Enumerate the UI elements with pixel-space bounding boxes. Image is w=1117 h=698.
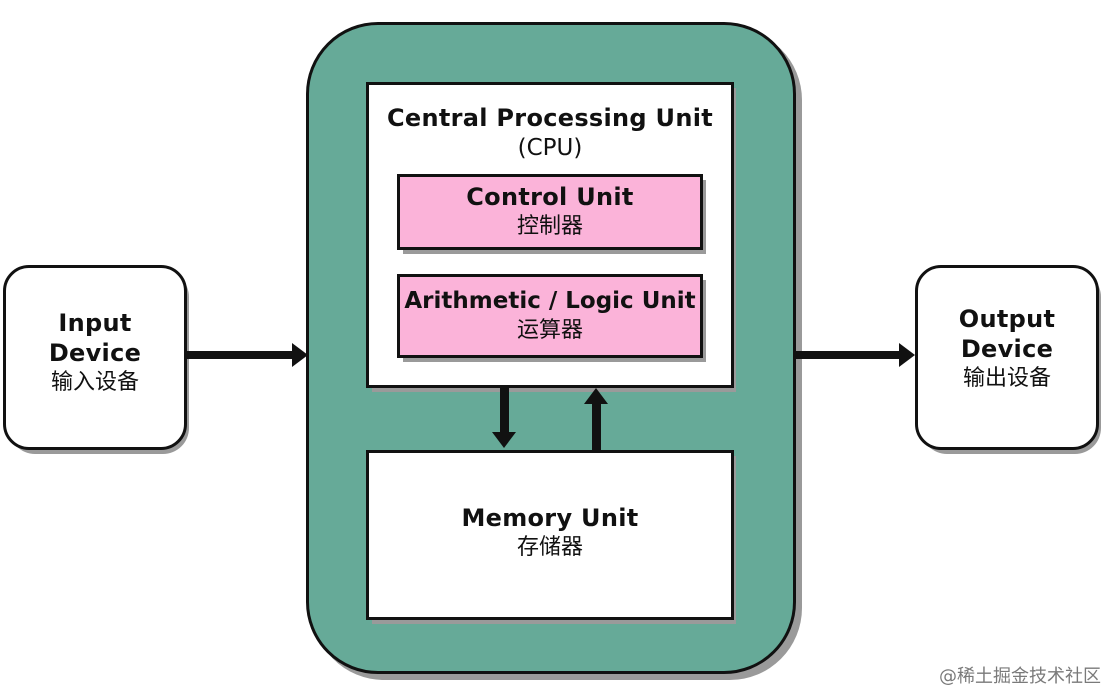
input-arrow-shaft bbox=[187, 351, 295, 359]
cpu-subtitle: (CPU) bbox=[517, 135, 583, 161]
cpu-to-memory-shaft bbox=[500, 388, 509, 434]
memory-to-cpu-head bbox=[584, 388, 608, 404]
output-arrow-head bbox=[899, 343, 915, 367]
input-arrow-head bbox=[292, 343, 308, 367]
output-device-line2: Device bbox=[960, 335, 1054, 363]
control-unit-title: Control Unit bbox=[466, 183, 634, 211]
alu-box: Arithmetic / Logic Unit 运算器 bbox=[397, 274, 703, 358]
control-unit-subtitle: 控制器 bbox=[516, 214, 583, 239]
output-device-subtitle: 输出设备 bbox=[962, 366, 1051, 391]
memory-unit-title: Memory Unit bbox=[461, 504, 639, 532]
memory-unit-box: Memory Unit 存储器 bbox=[366, 450, 734, 620]
input-device-subtitle: 输入设备 bbox=[50, 370, 139, 395]
alu-title: Arithmetic / Logic Unit bbox=[404, 288, 696, 314]
output-arrow-shaft bbox=[796, 351, 901, 359]
output-device-box: Output Device 输出设备 bbox=[915, 265, 1099, 450]
memory-unit-subtitle: 存储器 bbox=[516, 535, 583, 560]
input-device-box: Input Device 输入设备 bbox=[3, 265, 187, 450]
cpu-to-memory-head bbox=[492, 432, 516, 448]
watermark: @稀土掘金技术社区 bbox=[939, 666, 1101, 687]
input-device-line1: Input bbox=[58, 309, 132, 337]
input-device-line2: Device bbox=[48, 339, 142, 367]
output-device-line1: Output bbox=[958, 305, 1056, 333]
memory-to-cpu-shaft bbox=[592, 403, 601, 450]
control-unit-box: Control Unit 控制器 bbox=[397, 174, 703, 250]
alu-subtitle: 运算器 bbox=[516, 318, 583, 343]
cpu-title: Central Processing Unit bbox=[386, 104, 714, 132]
